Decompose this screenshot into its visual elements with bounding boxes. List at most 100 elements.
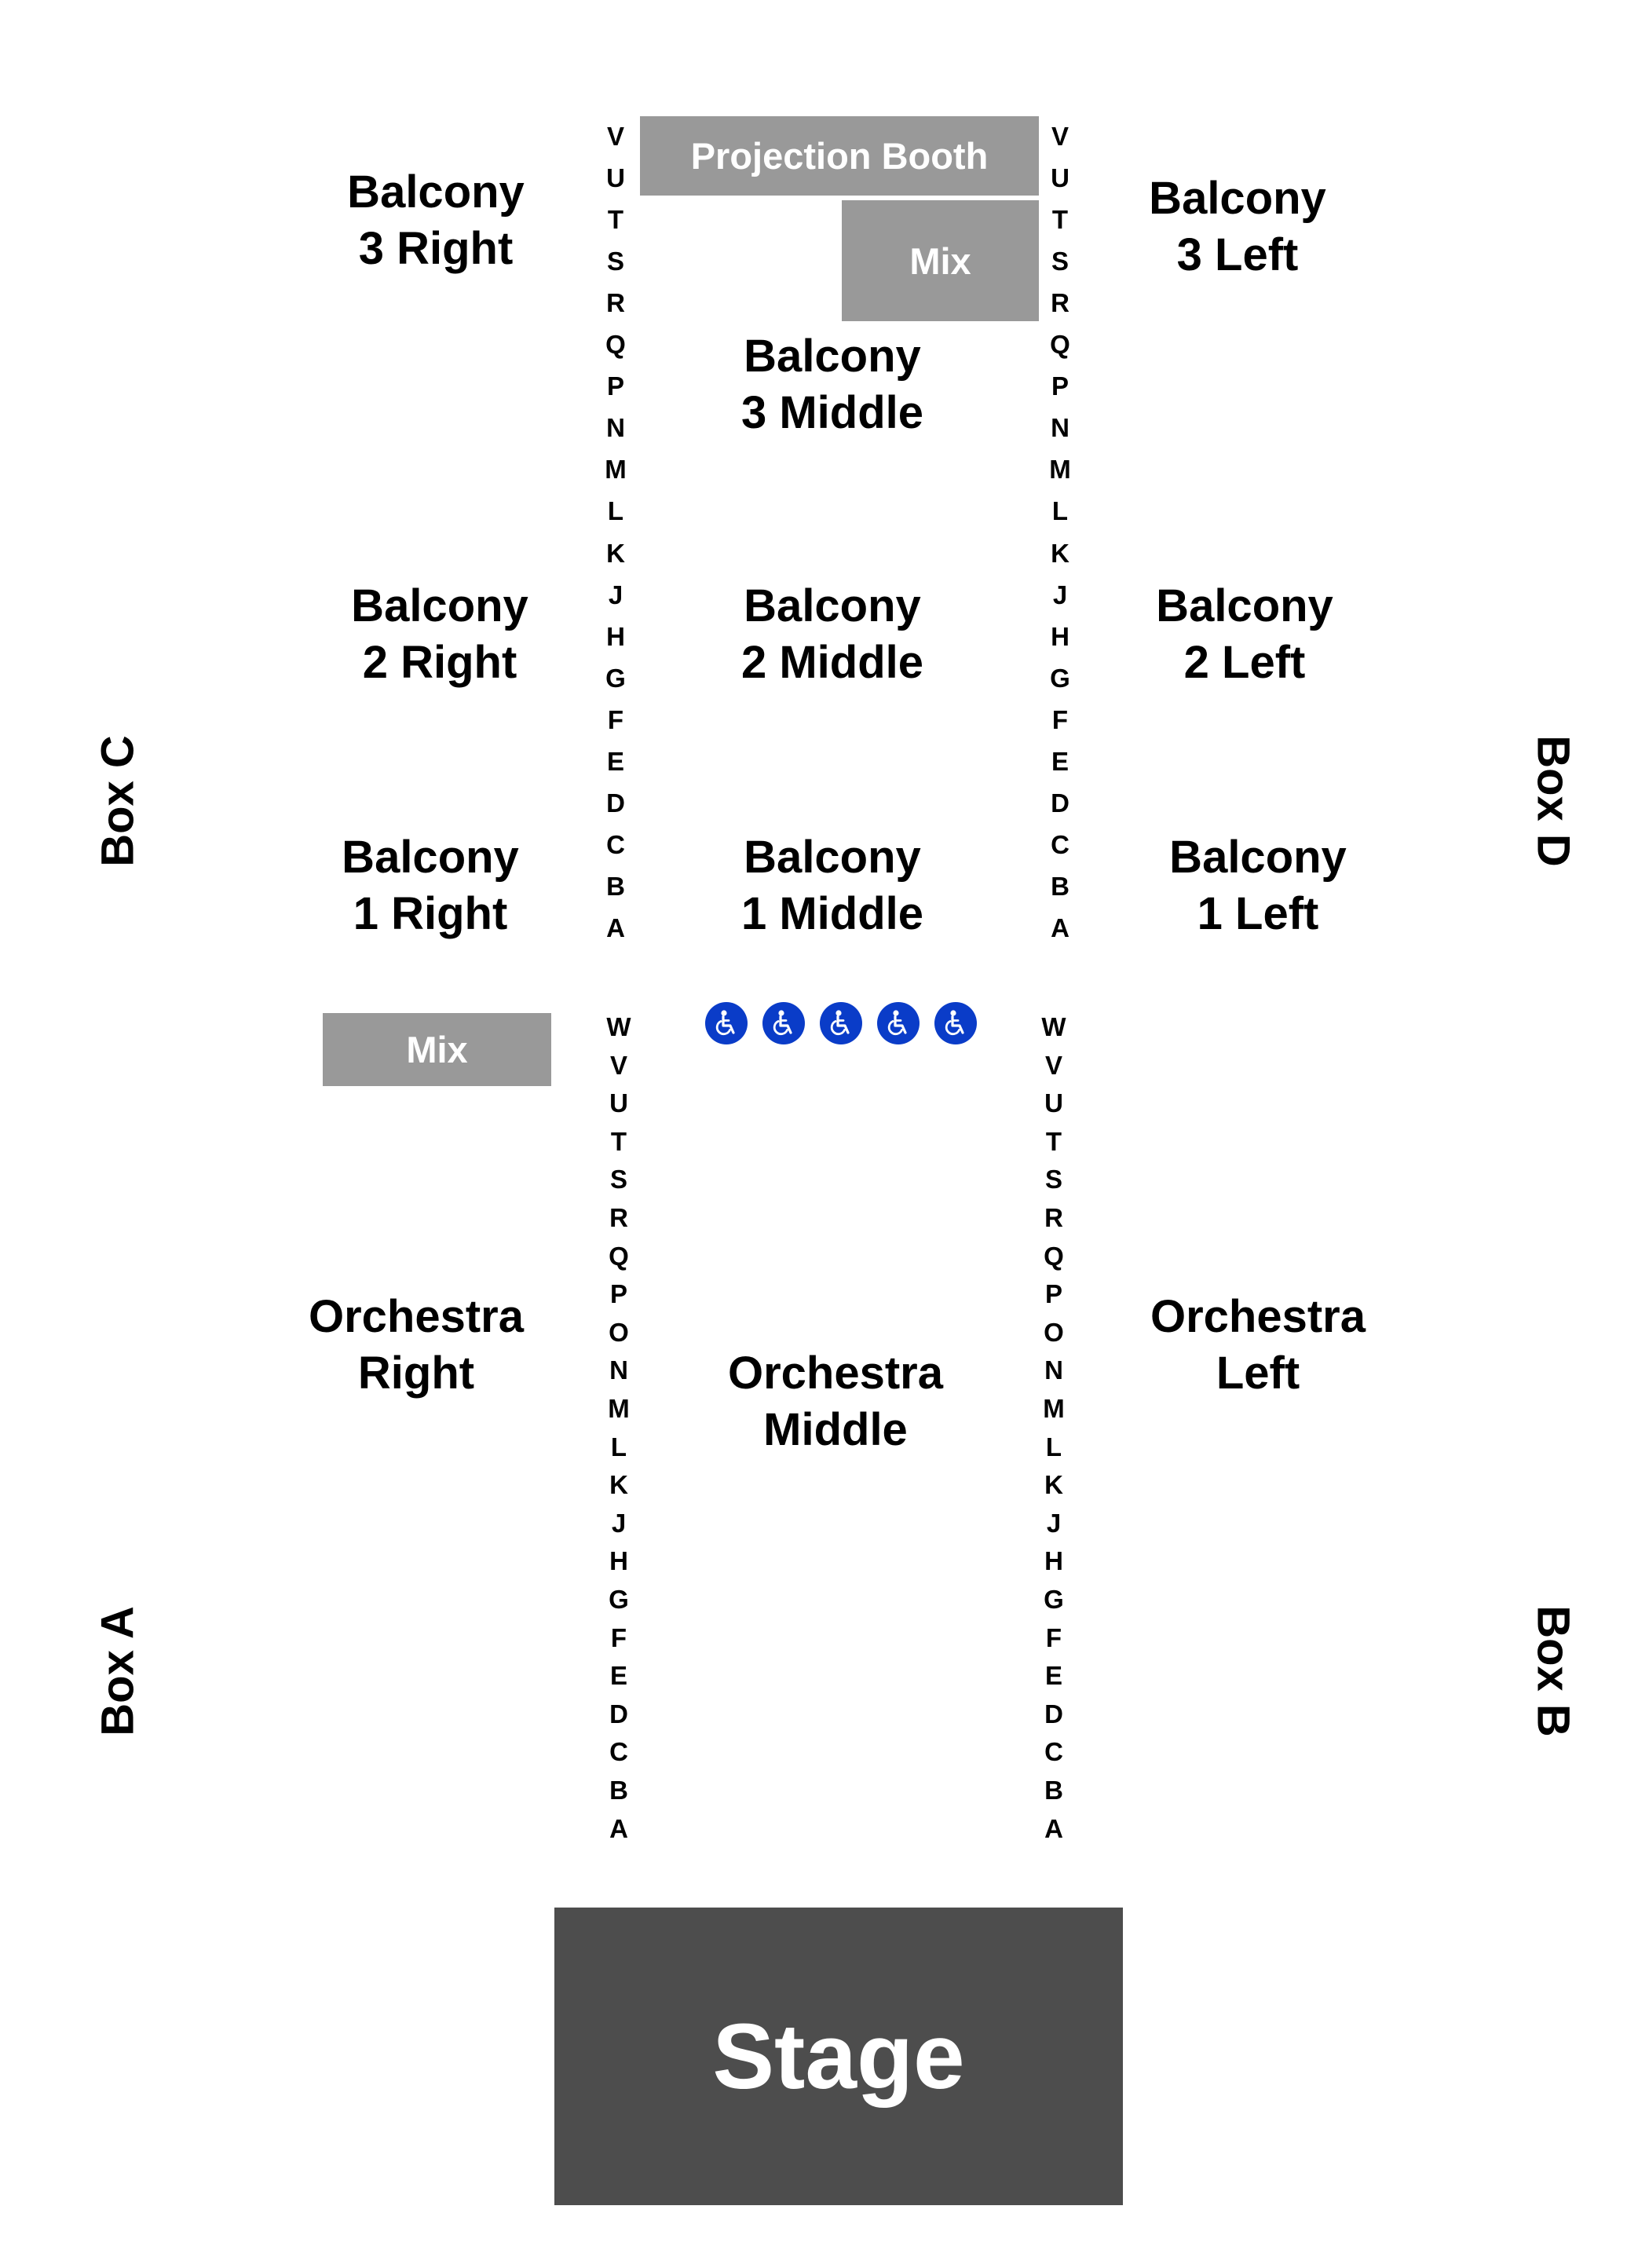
box-a[interactable]: Box A	[92, 1606, 144, 1736]
row-label: J	[1046, 1508, 1062, 1538]
section-label-line2: Left	[1216, 1348, 1300, 1399]
row-label: O	[1044, 1317, 1064, 1347]
row-label: U	[1044, 1088, 1063, 1118]
row-label: E	[1051, 746, 1069, 776]
box-c-label: Box C	[92, 735, 144, 867]
section-label-line2: 2 Left	[1183, 637, 1306, 688]
row-label: M	[605, 455, 627, 485]
section-balcony-1-left[interactable]: Balcony 1 Left	[1169, 829, 1347, 942]
row-label: N	[1051, 413, 1069, 443]
row-label: F	[610, 1622, 627, 1652]
row-label: K	[1044, 1470, 1063, 1500]
row-label: Q	[609, 1241, 629, 1271]
row-label: N	[606, 413, 625, 443]
section-label-line2: 2 Right	[362, 637, 517, 688]
row-label: J	[1052, 580, 1068, 609]
row-label: H	[606, 621, 625, 651]
row-label: R	[609, 1203, 628, 1232]
section-balcony-3-middle[interactable]: Balcony 3 Middle	[741, 328, 923, 441]
row-label: P	[1051, 371, 1069, 401]
section-label-line1: Balcony	[351, 580, 528, 631]
row-label: H	[1044, 1546, 1063, 1576]
row-label: S	[1051, 247, 1069, 276]
row-label: T	[610, 1126, 627, 1156]
section-label-line1: Balcony	[1169, 832, 1347, 883]
row-label: R	[1051, 288, 1069, 318]
row-label: P	[1044, 1279, 1062, 1309]
box-c[interactable]: Box C	[92, 735, 144, 867]
row-label: G	[609, 1585, 629, 1614]
row-label: T	[1045, 1126, 1062, 1156]
row-label: B	[606, 871, 625, 901]
section-balcony-2-right[interactable]: Balcony 2 Right	[351, 578, 528, 691]
row-label: N	[1044, 1355, 1063, 1385]
row-label: C	[609, 1737, 628, 1767]
row-label: A	[609, 1813, 628, 1843]
row-label: D	[1044, 1699, 1063, 1728]
row-label: E	[1044, 1661, 1062, 1691]
section-label-line1: Orchestra	[727, 1348, 944, 1399]
section-label-line1: Balcony	[347, 166, 525, 218]
row-label: V	[1051, 122, 1069, 151]
row-label: B	[1044, 1776, 1063, 1805]
section-label-line1: Balcony	[342, 832, 519, 883]
row-label: M	[608, 1394, 630, 1423]
box-b-label: Box B	[1527, 1605, 1579, 1737]
row-label: L	[610, 1432, 627, 1461]
section-balcony-3-left[interactable]: Balcony 3 Left	[1149, 170, 1326, 284]
row-label: R	[606, 288, 625, 318]
row-label: R	[1044, 1203, 1063, 1232]
row-label: B	[1051, 871, 1069, 901]
row-label: C	[1044, 1737, 1063, 1767]
section-balcony-1-middle[interactable]: Balcony 1 Middle	[741, 829, 923, 942]
row-label: P	[606, 371, 624, 401]
section-balcony-2-middle[interactable]: Balcony 2 Middle	[741, 578, 923, 691]
wheelchair-icon[interactable]	[934, 1002, 977, 1044]
section-balcony-1-right[interactable]: Balcony 1 Right	[342, 829, 519, 942]
row-label: L	[607, 496, 624, 526]
mix-area-balcony: Mix	[842, 200, 1039, 321]
section-label-line2: 3 Right	[358, 223, 514, 274]
box-d[interactable]: Box D	[1527, 735, 1580, 867]
section-label-line1: Balcony	[744, 580, 921, 631]
row-label: G	[1050, 663, 1070, 693]
section-orchestra-left[interactable]: Orchestra Left	[1150, 1289, 1366, 1402]
row-label: H	[1051, 621, 1069, 651]
section-label-line1: Balcony	[744, 832, 921, 883]
row-label: L	[1045, 1432, 1062, 1461]
row-label: E	[606, 746, 624, 776]
row-label: W	[1041, 1012, 1066, 1041]
projection-booth: Projection Booth	[640, 116, 1039, 196]
section-orchestra-right[interactable]: Orchestra Right	[309, 1289, 524, 1402]
section-orchestra-middle[interactable]: Orchestra Middle	[728, 1345, 943, 1458]
row-label: U	[1051, 163, 1069, 193]
wheelchair-icon[interactable]	[762, 1002, 805, 1044]
row-label: B	[609, 1776, 628, 1805]
section-label-line1: Balcony	[1149, 173, 1326, 224]
section-label-line2: 3 Left	[1176, 229, 1299, 280]
section-label-line2: Middle	[763, 1404, 908, 1455]
row-label: T	[1051, 205, 1069, 235]
row-label: U	[609, 1088, 628, 1118]
row-label: E	[609, 1661, 627, 1691]
row-label: K	[1051, 538, 1069, 568]
row-label: J	[608, 580, 623, 609]
stage-label: Stage	[712, 2004, 965, 2109]
row-label: Q	[605, 330, 626, 360]
section-balcony-2-left[interactable]: Balcony 2 Left	[1156, 578, 1333, 691]
mix-label-balcony: Mix	[909, 240, 971, 282]
box-d-label: Box D	[1527, 735, 1579, 867]
row-label: G	[605, 663, 626, 693]
row-label: F	[607, 704, 624, 734]
row-label: F	[1051, 704, 1069, 734]
row-label: S	[1044, 1165, 1062, 1194]
section-label-line2: 2 Middle	[740, 637, 924, 688]
box-b[interactable]: Box B	[1527, 1605, 1580, 1737]
wheelchair-icon[interactable]	[820, 1002, 862, 1044]
wheelchair-icon[interactable]	[705, 1002, 748, 1044]
wheelchair-icon[interactable]	[877, 1002, 920, 1044]
row-label: D	[1051, 788, 1069, 818]
section-balcony-3-right[interactable]: Balcony 3 Right	[347, 164, 525, 277]
row-label: Q	[1050, 330, 1070, 360]
row-label: H	[609, 1546, 628, 1576]
